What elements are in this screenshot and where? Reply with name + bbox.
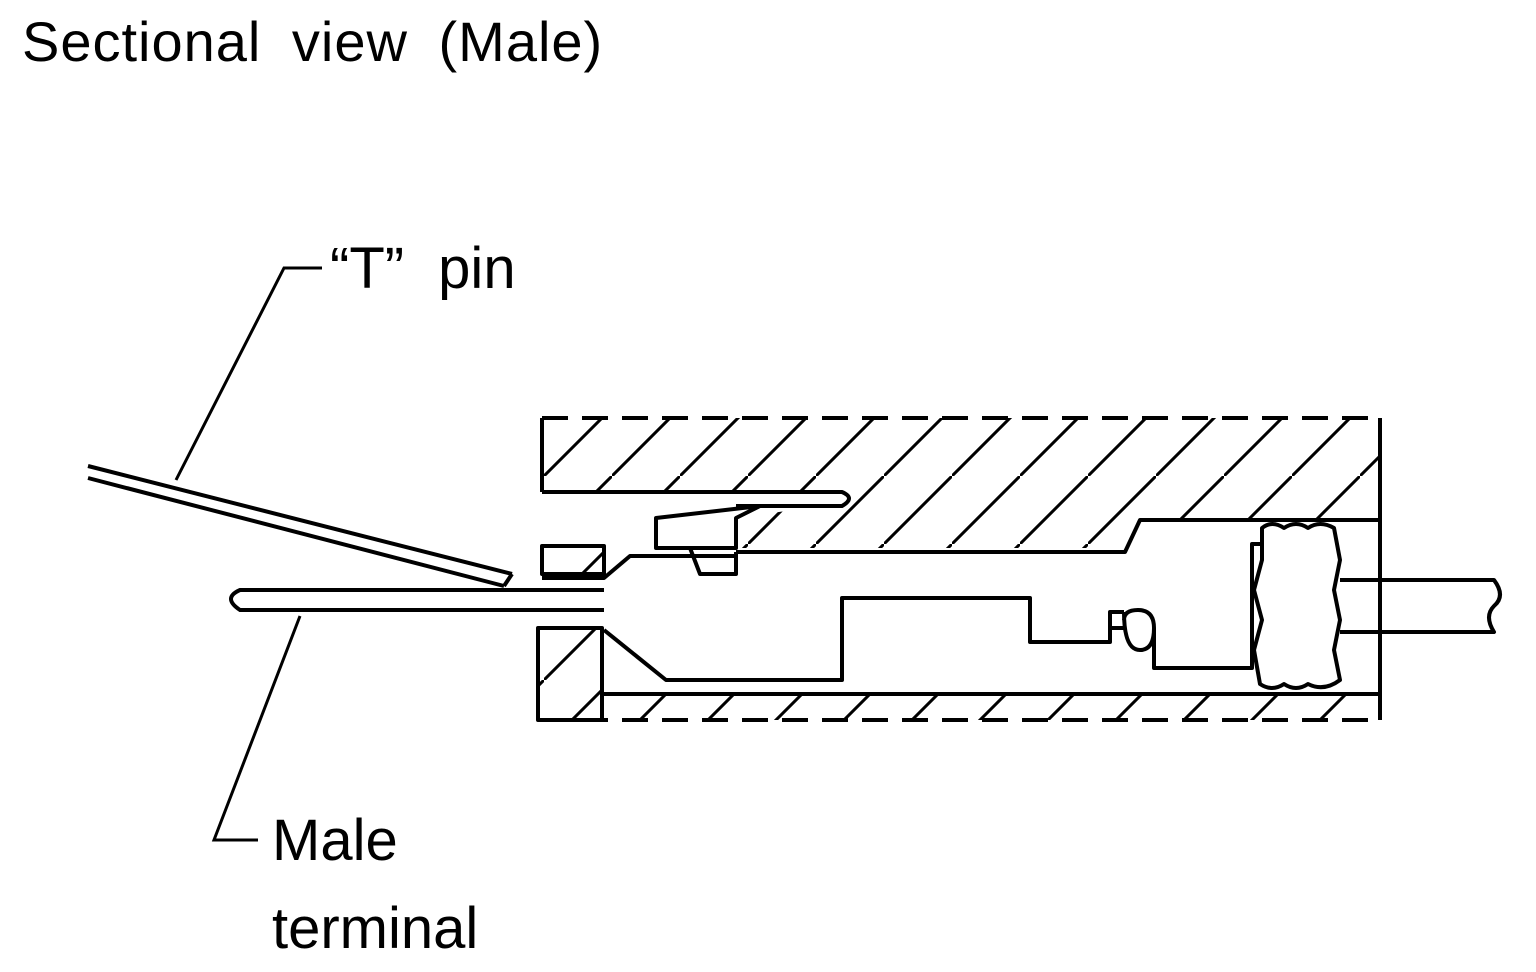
diagram-title: Sectional view (Male): [22, 10, 604, 73]
t-pin-probe: [87, 464, 514, 588]
male-terminal: [229, 588, 604, 612]
t-pin-label: “T” pin: [330, 236, 516, 301]
cavity-outline: [536, 490, 1502, 722]
male-terminal-label-line2: terminal: [272, 896, 479, 961]
leader-lines: [174, 266, 322, 842]
male-terminal-label-line1: Male: [272, 808, 398, 873]
